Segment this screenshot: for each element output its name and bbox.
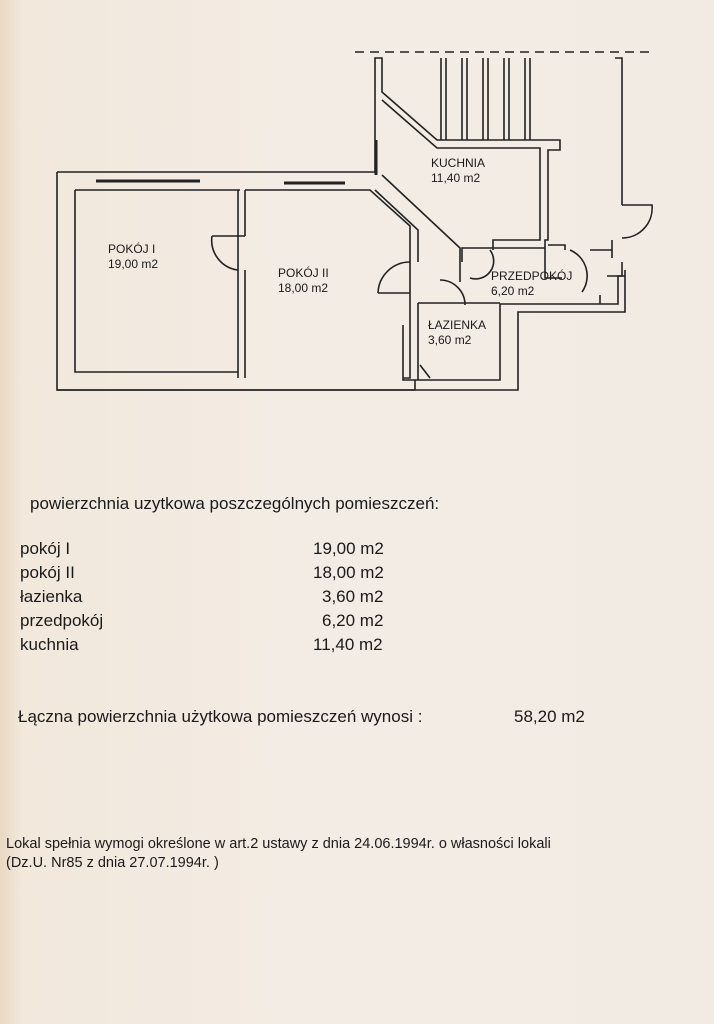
wall-przedpokoj: [461, 240, 613, 262]
area-label: kuchnia: [20, 635, 79, 654]
floor-plan: [56, 51, 653, 391]
outer-wall-inner: [74, 189, 240, 373]
area-value: 11,40 m2: [313, 635, 383, 654]
balcony-railing: [440, 58, 531, 140]
room-area: 18,00 m2: [278, 281, 329, 295]
wall-kuchnia-diag: [374, 99, 566, 282]
room-name: ŁAZIENKA: [428, 318, 487, 332]
area-value: 19,00 m2: [313, 539, 384, 558]
footer-line-2: (Dz.U. Nr85 z dnia 27.07.1994r. ): [6, 855, 219, 871]
room-area: 19,00 m2: [108, 257, 159, 271]
room-name: POKÓJ I: [108, 242, 156, 256]
room-name: KUCHNIA: [431, 156, 486, 170]
room-area: 6,20 m2: [491, 284, 535, 298]
door-swings: [210, 204, 653, 379]
windows: [96, 140, 378, 185]
area-value: 6,20 m2: [322, 611, 384, 630]
outer-wall-left: [56, 172, 416, 391]
wall-pokoj1-pokoj2: [237, 190, 246, 378]
room-area: 3,60 m2: [428, 333, 472, 347]
wall-pokoj2-top: [245, 189, 411, 379]
area-value: 3,60 m2: [322, 587, 384, 606]
areas-heading: powierzchnia uzytkowa poszczególnych pom…: [30, 494, 440, 513]
room-name: POKÓJ II: [278, 266, 329, 280]
room-name: PRZEDPOKÓJ: [491, 269, 573, 283]
area-label: pokój II: [20, 563, 75, 582]
lazienka-walls: [402, 275, 625, 381]
total-area-value: 58,20 m2: [514, 707, 585, 726]
area-label: przedpokój: [20, 611, 104, 630]
area-value: 18,00 m2: [313, 563, 384, 582]
bottom-outer: [57, 270, 626, 391]
area-label: łazienka: [20, 587, 83, 606]
total-area-label: Łączna powierzchnia użytkowa pomieszczeń…: [18, 707, 423, 726]
footer-line-1: Lokal spełnia wymogi określone w art.2 u…: [6, 836, 551, 852]
area-label: pokój I: [20, 539, 71, 558]
room-area: 11,40 m2: [431, 171, 481, 185]
